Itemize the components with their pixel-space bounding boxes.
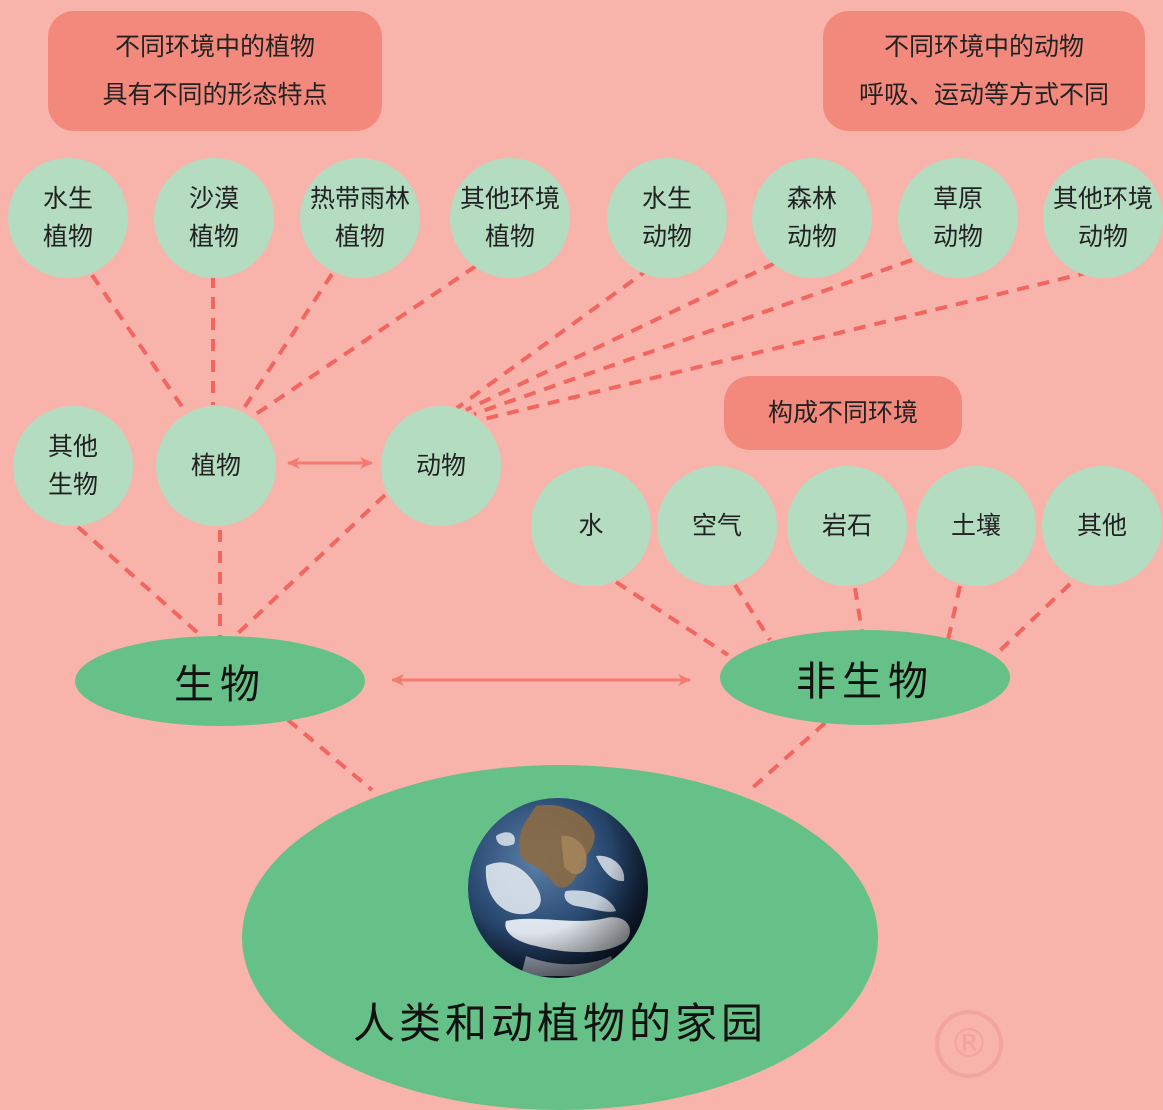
grassland-animals-label-2: 动物	[932, 222, 983, 251]
rainforest-plants-label-2: 植物	[334, 222, 385, 251]
air-node: 空气	[657, 466, 777, 586]
link-air	[733, 583, 772, 642]
registered-mark-icon: ®	[935, 1010, 1003, 1078]
other-organisms-label-2: 生物	[47, 470, 98, 499]
animals-note-line-2: 呼吸、运动等方式不同	[858, 80, 1109, 109]
water-label: 水	[578, 511, 604, 540]
aquatic-plants-label-2: 植物	[42, 222, 93, 251]
aquatic-plants-label-1: 水生	[42, 184, 93, 213]
link-water	[614, 580, 730, 657]
living-things-node: 生物	[75, 636, 365, 726]
living-things-label: 生物	[174, 662, 266, 708]
other-organisms-node: 其他 生物	[13, 406, 133, 526]
link-nonliving-earth	[748, 721, 827, 792]
plants-label: 植物	[190, 451, 241, 480]
link-other-elements	[988, 582, 1072, 662]
animals-node: 动物	[381, 406, 501, 526]
rainforest-plants-label-1: 热带雨林	[309, 184, 410, 213]
water-node: 水	[531, 466, 651, 586]
link-grassland-animals	[473, 258, 913, 416]
rainforest-plants-node: 热带雨林 植物	[300, 158, 420, 278]
other-env-plants-node: 其他环境 植物	[450, 158, 570, 278]
grassland-animals-label-1: 草原	[932, 184, 983, 213]
aquatic-plants-node: 水生 植物	[8, 158, 128, 278]
rock-label: 岩石	[821, 511, 872, 540]
other-elements-node: 其他	[1042, 466, 1162, 586]
environment-note-box: 构成不同环境	[724, 376, 962, 450]
link-animals	[233, 493, 387, 638]
link-soil	[946, 585, 962, 641]
link-other-plants	[254, 264, 478, 416]
link-rainforest-plants	[242, 272, 334, 410]
plants-note-line-1: 不同环境中的植物	[114, 32, 315, 61]
animals-label: 动物	[415, 451, 466, 480]
forest-animals-label-1: 森林	[786, 184, 837, 213]
desert-plants-node: 沙漠 植物	[154, 158, 274, 278]
rock-node: 岩石	[787, 466, 907, 586]
other-elements-label: 其他	[1076, 511, 1127, 540]
plants-note-box: 不同环境中的植物 具有不同的形态特点	[48, 11, 382, 131]
forest-animals-node: 森林 动物	[752, 158, 872, 278]
other-env-animals-label-2: 动物	[1077, 222, 1128, 251]
aquatic-animals-label-1: 水生	[641, 184, 692, 213]
animals-note-line-1: 不同环境中的动物	[883, 32, 1084, 61]
soil-node: 土壤	[916, 466, 1036, 586]
animals-note-box: 不同环境中的动物 呼吸、运动等方式不同	[823, 11, 1145, 131]
other-env-animals-node: 其他环境 动物	[1043, 158, 1163, 278]
other-organisms-label-1: 其他	[47, 432, 98, 461]
other-env-animals-label-1: 其他环境	[1052, 184, 1153, 213]
earth-caption: 人类和动植物的家园	[352, 999, 767, 1048]
link-forest-animals	[465, 261, 776, 412]
nonliving-things-node: 非生物	[720, 630, 1010, 725]
link-aquatic-plants	[90, 273, 185, 410]
grassland-animals-node: 草原 动物	[898, 158, 1018, 278]
link-other-organisms	[76, 525, 200, 635]
earth-globe	[468, 798, 648, 978]
other-env-plants-label-2: 植物	[484, 222, 535, 251]
air-label: 空气	[691, 511, 742, 540]
link-living-earth	[286, 718, 374, 792]
nonliving-things-label: 非生物	[796, 658, 934, 705]
plants-node: 植物	[156, 406, 276, 526]
link-aquatic-animals	[455, 266, 652, 410]
link-rock	[853, 587, 864, 633]
aquatic-animals-label-2: 动物	[641, 222, 692, 251]
forest-animals-label-2: 动物	[786, 222, 837, 251]
desert-plants-label-1: 沙漠	[188, 184, 239, 213]
other-env-plants-label-1: 其他环境	[459, 184, 560, 213]
aquatic-animals-node: 水生 动物	[607, 158, 727, 278]
desert-plants-label-2: 植物	[188, 222, 239, 251]
plants-note-line-2: 具有不同的形态特点	[102, 80, 328, 109]
soil-label: 土壤	[950, 511, 1001, 540]
environment-note-label: 构成不同环境	[767, 398, 918, 427]
